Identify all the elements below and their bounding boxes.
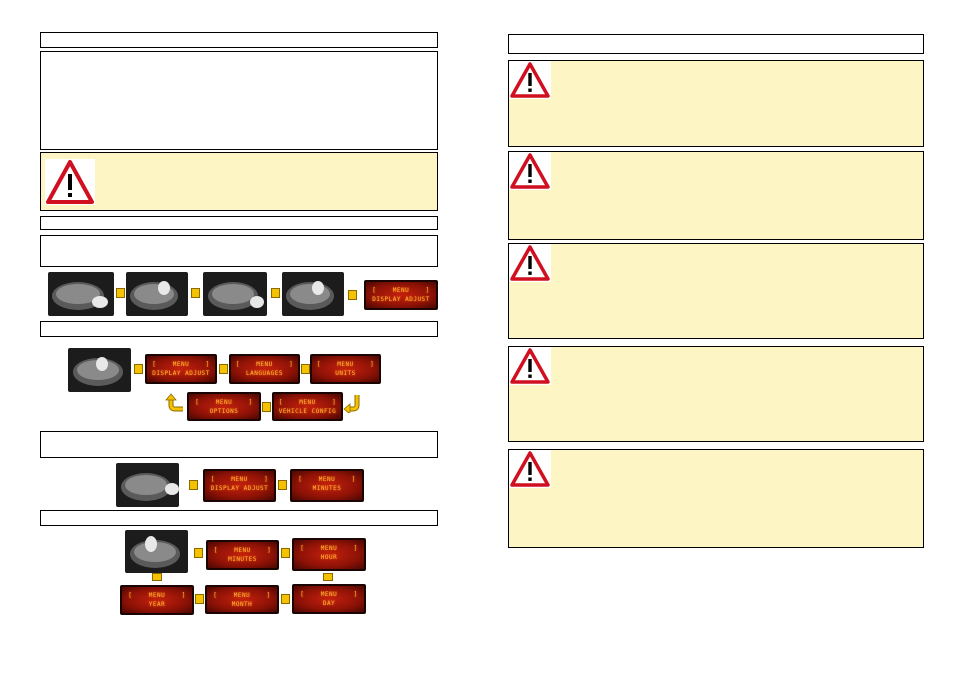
left-instruction-box-2	[40, 431, 438, 458]
right-warning-box-2	[508, 151, 924, 240]
warning-triangle-icon	[45, 159, 95, 205]
arrow-left-icon	[281, 594, 290, 604]
lcd-line-2: VEHICLE CONFIG	[278, 408, 337, 415]
lcd-screen-display-adjust: [ MENU ] DISPLAY ADJUST	[145, 354, 217, 384]
arrow-right-icon	[281, 548, 290, 558]
control-stalk-image	[125, 530, 188, 573]
arrow-up-icon	[152, 573, 162, 581]
lcd-line-1: [ MENU ]	[372, 287, 430, 294]
lcd-line-1: [ MENU ]	[213, 547, 272, 554]
lcd-screen-hour: [ MENU ] HOUR	[292, 538, 366, 571]
warning-triangle-icon	[509, 152, 551, 190]
lcd-line-2: DISPLAY ADJUST	[210, 485, 269, 492]
lcd-line-1: [ MENU ]	[152, 361, 210, 368]
lcd-screen-minutes: [ MENU ] MINUTES	[206, 540, 279, 570]
left-section-bar-2	[40, 321, 438, 337]
lcd-line-1: [ MENU ]	[278, 399, 337, 406]
lcd-screen-month: [ MENU ] MONTH	[205, 585, 279, 614]
left-header-bar	[40, 32, 438, 48]
arrow-right-icon	[194, 548, 203, 558]
lcd-line-1: [ MENU ]	[195, 399, 253, 406]
lcd-line-2: MONTH	[231, 601, 253, 608]
control-stalk-image	[116, 463, 179, 507]
curved-arrow-down-left-icon	[343, 393, 363, 413]
warning-triangle-icon	[509, 450, 551, 488]
warning-triangle-icon	[509, 347, 551, 385]
arrow-down-icon	[323, 573, 333, 581]
lcd-line-2: DISPLAY ADJUST	[372, 296, 430, 303]
control-stalk-image	[282, 272, 344, 316]
lcd-screen-languages: [ MENU ] LANGUAGES	[229, 354, 300, 384]
arrow-right-icon	[116, 288, 125, 298]
lcd-line-2: LANGUAGES	[245, 370, 283, 377]
lcd-line-2: DAY	[322, 600, 336, 607]
right-warning-box-5	[508, 449, 924, 548]
lcd-screen-display-adjust: [ MENU ] DISPLAY ADJUST	[364, 280, 438, 310]
lcd-line-1: [ MENU ]	[210, 476, 269, 483]
lcd-line-2: HOUR	[320, 554, 338, 561]
arrow-left-icon	[262, 402, 271, 412]
arrow-right-icon	[271, 288, 280, 298]
lcd-line-2: DISPLAY ADJUST	[152, 370, 210, 377]
warning-triangle-icon	[509, 244, 551, 282]
arrow-right-icon	[219, 364, 228, 374]
lcd-line-1: [ MENU ]	[300, 591, 358, 598]
lcd-line-2: MINUTES	[312, 485, 342, 492]
control-stalk-image	[203, 272, 267, 316]
arrow-right-icon	[278, 480, 287, 490]
lcd-screen-display-adjust: [ MENU ] DISPLAY ADJUST	[203, 469, 276, 502]
arrow-right-icon	[301, 364, 310, 374]
lcd-line-2: MINUTES	[228, 556, 257, 563]
warning-triangle-icon	[509, 61, 551, 99]
lcd-screen-vehicle-config: [ MENU ] VEHICLE CONFIG	[272, 392, 343, 421]
arrow-right-icon	[134, 364, 143, 374]
right-warning-box-3	[508, 243, 924, 339]
left-warning-box	[40, 152, 438, 211]
arrow-left-icon	[195, 594, 204, 604]
right-warning-box-1	[508, 60, 924, 147]
lcd-line-1: [ MENU ]	[316, 361, 375, 368]
left-text-block	[40, 51, 438, 150]
lcd-screen-day: [ MENU ] DAY	[292, 584, 366, 614]
lcd-line-1: [ MENU ]	[213, 592, 271, 599]
lcd-line-1: [ MENU ]	[128, 592, 186, 599]
lcd-line-2: OPTIONS	[209, 408, 239, 415]
left-instruction-box-1	[40, 235, 438, 267]
lcd-line-1: [ MENU ]	[300, 545, 358, 552]
left-section-bar-1	[40, 216, 438, 230]
lcd-screen-minutes: [ MENU ] MINUTES	[290, 469, 364, 502]
lcd-line-1: [ MENU ]	[298, 476, 356, 483]
lcd-screen-options: [ MENU ] OPTIONS	[187, 392, 261, 421]
arrow-right-icon	[191, 288, 200, 298]
arrow-right-icon	[348, 290, 357, 300]
right-header-bar	[508, 34, 924, 54]
right-warning-box-4	[508, 346, 924, 442]
lcd-screen-year: [ MENU ] YEAR	[120, 585, 194, 615]
control-stalk-image	[126, 272, 188, 316]
control-stalk-image	[68, 348, 131, 392]
curved-arrow-up-icon	[165, 393, 185, 413]
arrow-right-icon	[189, 480, 198, 490]
lcd-screen-units: [ MENU ] UNITS	[310, 354, 381, 384]
left-section-bar-3	[40, 510, 438, 526]
lcd-line-2: UNITS	[335, 370, 356, 377]
lcd-line-2: YEAR	[148, 601, 166, 608]
lcd-line-1: [ MENU ]	[235, 361, 294, 368]
control-stalk-image	[48, 272, 114, 316]
